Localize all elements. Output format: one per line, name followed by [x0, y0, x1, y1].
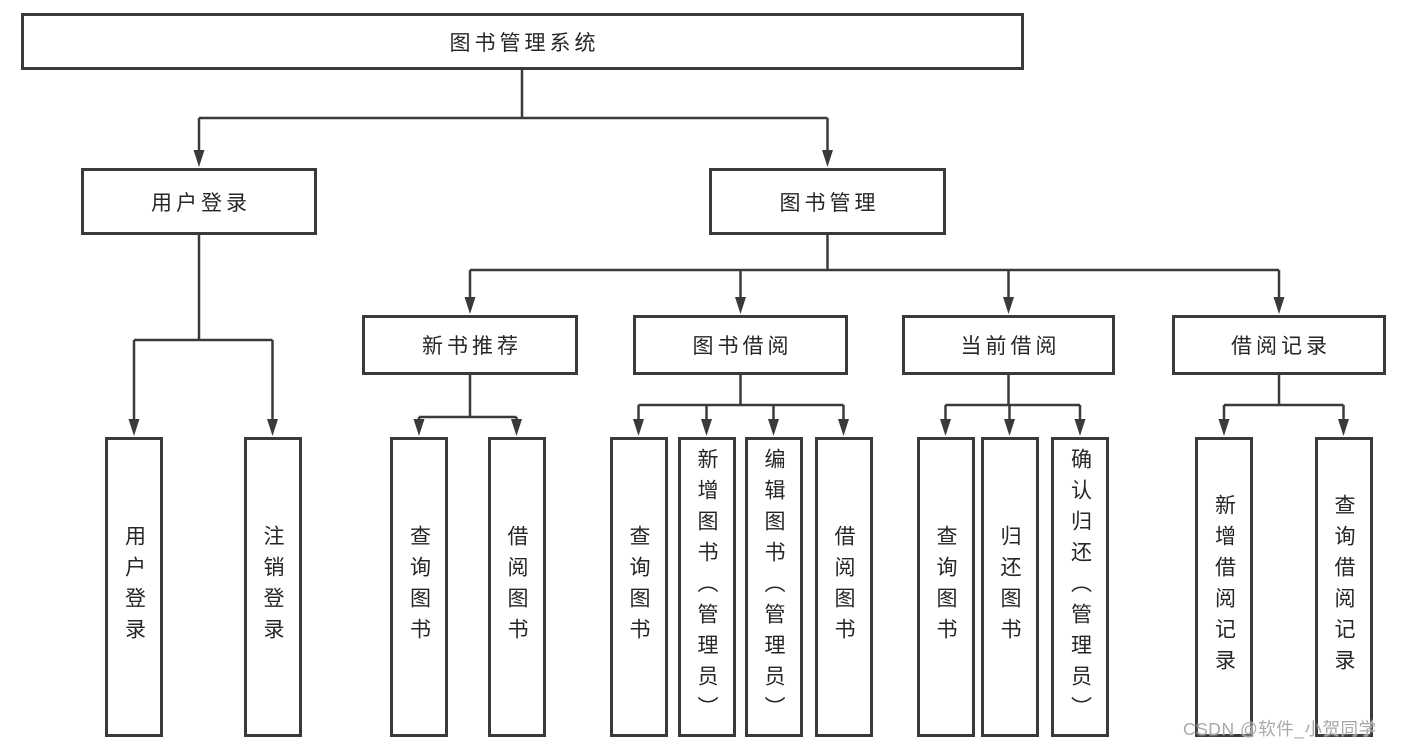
node-book-management-module-label: 图书管理: [779, 191, 880, 215]
node-book-borrowing-label: 图书借阅: [692, 335, 793, 358]
node-leaf-add-books-admin: 新增图书（管理员）: [677, 437, 736, 737]
node-book-borrowing: 图书借阅: [633, 315, 848, 375]
node-leaf-add-books-admin-label: 新增图书（管理员）: [695, 447, 718, 727]
node-root-system-label: 图书管理系统: [449, 31, 600, 55]
node-leaf-borrow-books-recommend: 借阅图书: [487, 437, 546, 737]
node-new-book-recommendation: 新书推荐: [362, 315, 578, 375]
node-leaf-edit-books-admin: 编辑图书（管理员）: [744, 437, 803, 737]
node-leaf-query-books-current: 查询图书: [916, 437, 975, 737]
node-leaf-add-borrow-record: 新增借阅记录: [1195, 437, 1253, 737]
node-leaf-return-books: 归还图书: [980, 437, 1039, 737]
node-new-book-recommendation-label: 新书推荐: [422, 335, 522, 358]
node-leaf-confirm-return-admin: 确认归还（管理员）: [1051, 437, 1109, 737]
node-leaf-logout-label: 注销登录: [261, 525, 284, 649]
node-borrowing-records-label: 借阅记录: [1231, 335, 1331, 358]
node-leaf-query-books-borrowing-label: 查询图书: [627, 525, 650, 649]
node-leaf-user-login: 用户登录: [105, 437, 163, 737]
node-user-login-module: 用户登录: [81, 168, 317, 235]
node-current-borrowing: 当前借阅: [902, 315, 1115, 375]
node-leaf-confirm-return-admin-label: 确认归还（管理员）: [1068, 447, 1092, 727]
node-leaf-add-borrow-record-label: 新增借阅记录: [1212, 494, 1236, 680]
node-leaf-return-books-label: 归还图书: [998, 525, 1021, 649]
node-leaf-query-borrow-record-label: 查询借阅记录: [1332, 494, 1355, 680]
node-leaf-query-borrow-record: 查询借阅记录: [1314, 437, 1373, 737]
node-leaf-query-books-current-label: 查询图书: [934, 525, 957, 649]
csdn-watermark: CSDN @软件_小贺同学: [1183, 719, 1377, 739]
node-leaf-logout: 注销登录: [243, 437, 302, 737]
node-current-borrowing-label: 当前借阅: [960, 335, 1061, 358]
node-leaf-borrow-books-recommend-label: 借阅图书: [505, 525, 528, 649]
node-leaf-user-login-label: 用户登录: [122, 525, 146, 649]
node-user-login-module-label: 用户登录: [151, 191, 251, 215]
node-leaf-query-books-recommend: 查询图书: [390, 437, 448, 737]
node-book-management-module: 图书管理: [709, 168, 946, 235]
node-leaf-query-books-borrowing: 查询图书: [609, 437, 668, 737]
node-leaf-borrow-books: 借阅图书: [814, 437, 873, 737]
node-root-system: 图书管理系统: [21, 13, 1024, 70]
node-borrowing-records: 借阅记录: [1172, 315, 1386, 375]
node-leaf-borrow-books-label: 借阅图书: [832, 525, 855, 649]
node-leaf-query-books-recommend-label: 查询图书: [407, 525, 431, 649]
node-leaf-edit-books-admin-label: 编辑图书（管理员）: [762, 447, 785, 727]
